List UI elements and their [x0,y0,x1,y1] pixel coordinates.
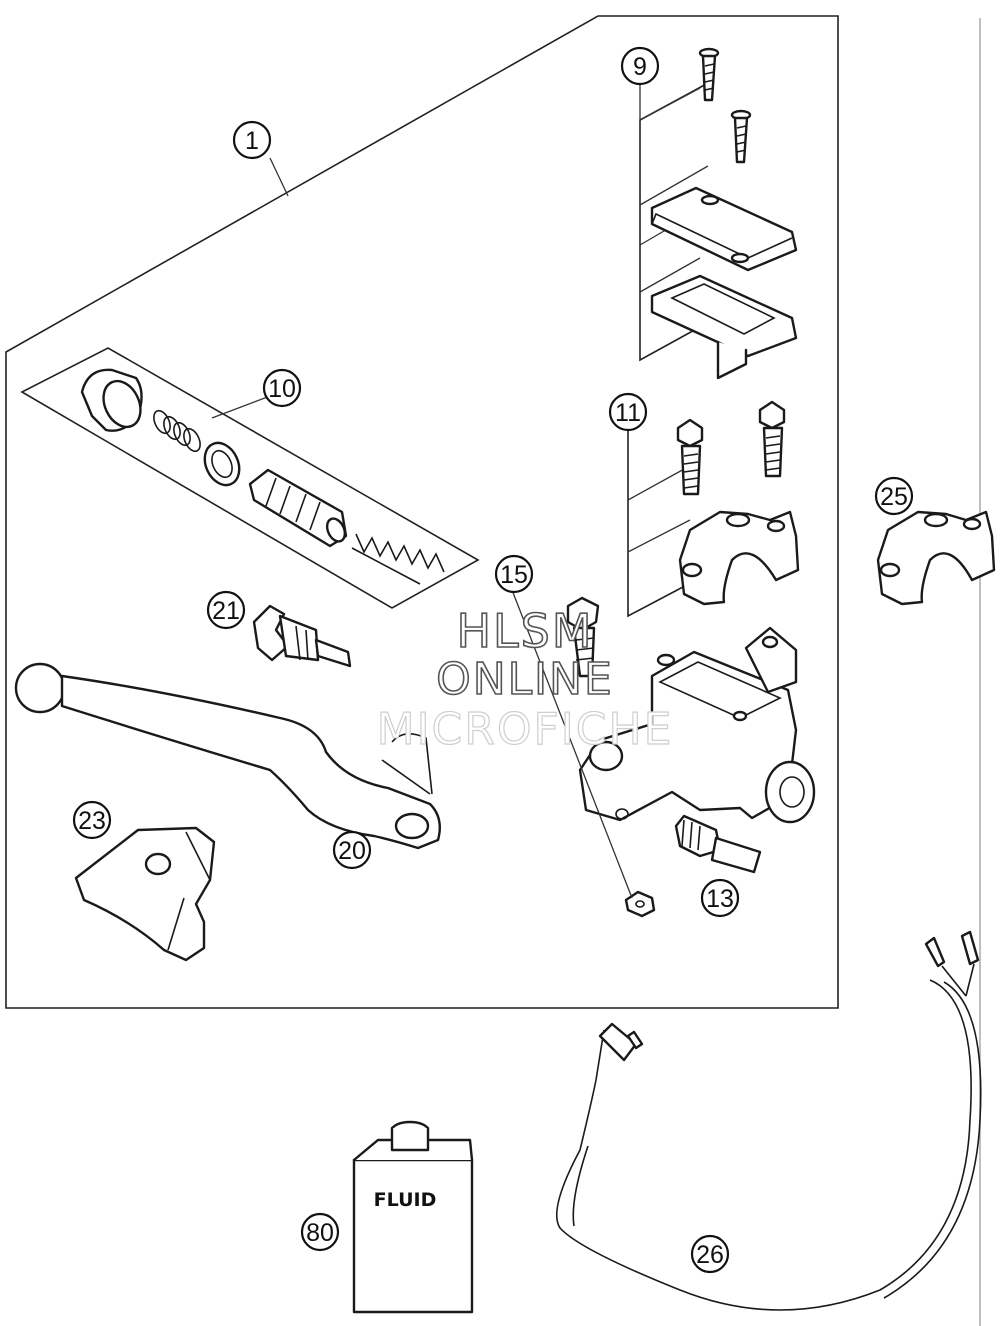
svg-text:1: 1 [245,127,259,155]
bolt-part-11a [676,418,704,496]
svg-text:25: 25 [880,483,908,511]
return-spring [351,533,445,585]
bolt-part-11b [758,400,786,478]
watermark-line-1: HLSM [456,603,594,659]
kit-box-11 [627,430,701,618]
switch-cable-26 [555,930,982,1311]
pivot-bolt-15 [566,596,600,678]
master-cylinder-body [578,626,816,824]
callout-25: 25 [874,476,914,516]
callout-9: 9 [620,46,660,86]
svg-text:80: 80 [306,1219,334,1247]
watermark-line-3: MICROFICHE [376,703,674,755]
callout-10: 10 [262,368,302,408]
callout-23: 23 [72,800,112,840]
handlebar-clamp [678,510,800,606]
circlip [203,441,241,487]
callout-21: 21 [206,590,246,630]
spring-coil-small [153,409,201,453]
brake-lever [14,662,441,850]
pivot-nut-15 [624,890,656,918]
piston [248,468,348,548]
lever-cover [74,826,216,962]
adjuster-knob [252,604,352,668]
svg-text:10: 10 [268,375,296,403]
callout-80: 80 [300,1212,340,1252]
svg-text:23: 23 [78,807,106,835]
handlebar-clamp-25 [876,510,996,606]
svg-text:9: 9 [633,53,647,81]
seal-kit-outline [20,347,480,609]
callout-13: 13 [700,878,740,918]
callout-20: 20 [332,830,372,870]
boot-seal [80,368,143,432]
svg-text:15: 15 [500,561,528,589]
screw-part-9b [730,109,752,164]
screw-part-9a [698,47,720,102]
svg-text:11: 11 [615,399,641,427]
svg-text:20: 20 [338,837,366,865]
assembly-outline-box [5,15,839,1009]
fluid-bottle: FLUID [352,1120,474,1314]
svg-text:21: 21 [212,597,240,625]
callout-11: 11 [608,392,648,432]
brake-light-switch [674,814,762,874]
callout-26: 26 [690,1234,730,1274]
callout-15: 15 [494,554,534,594]
svg-text:13: 13 [706,885,734,913]
bottle-label-text: FLUID [374,1189,437,1211]
svg-text:26: 26 [696,1241,724,1269]
reservoir-cover [650,186,798,272]
watermark-line-2: ONLINE [435,653,614,706]
callout-1: 1 [232,120,272,160]
reservoir-diaphragm [650,274,798,380]
